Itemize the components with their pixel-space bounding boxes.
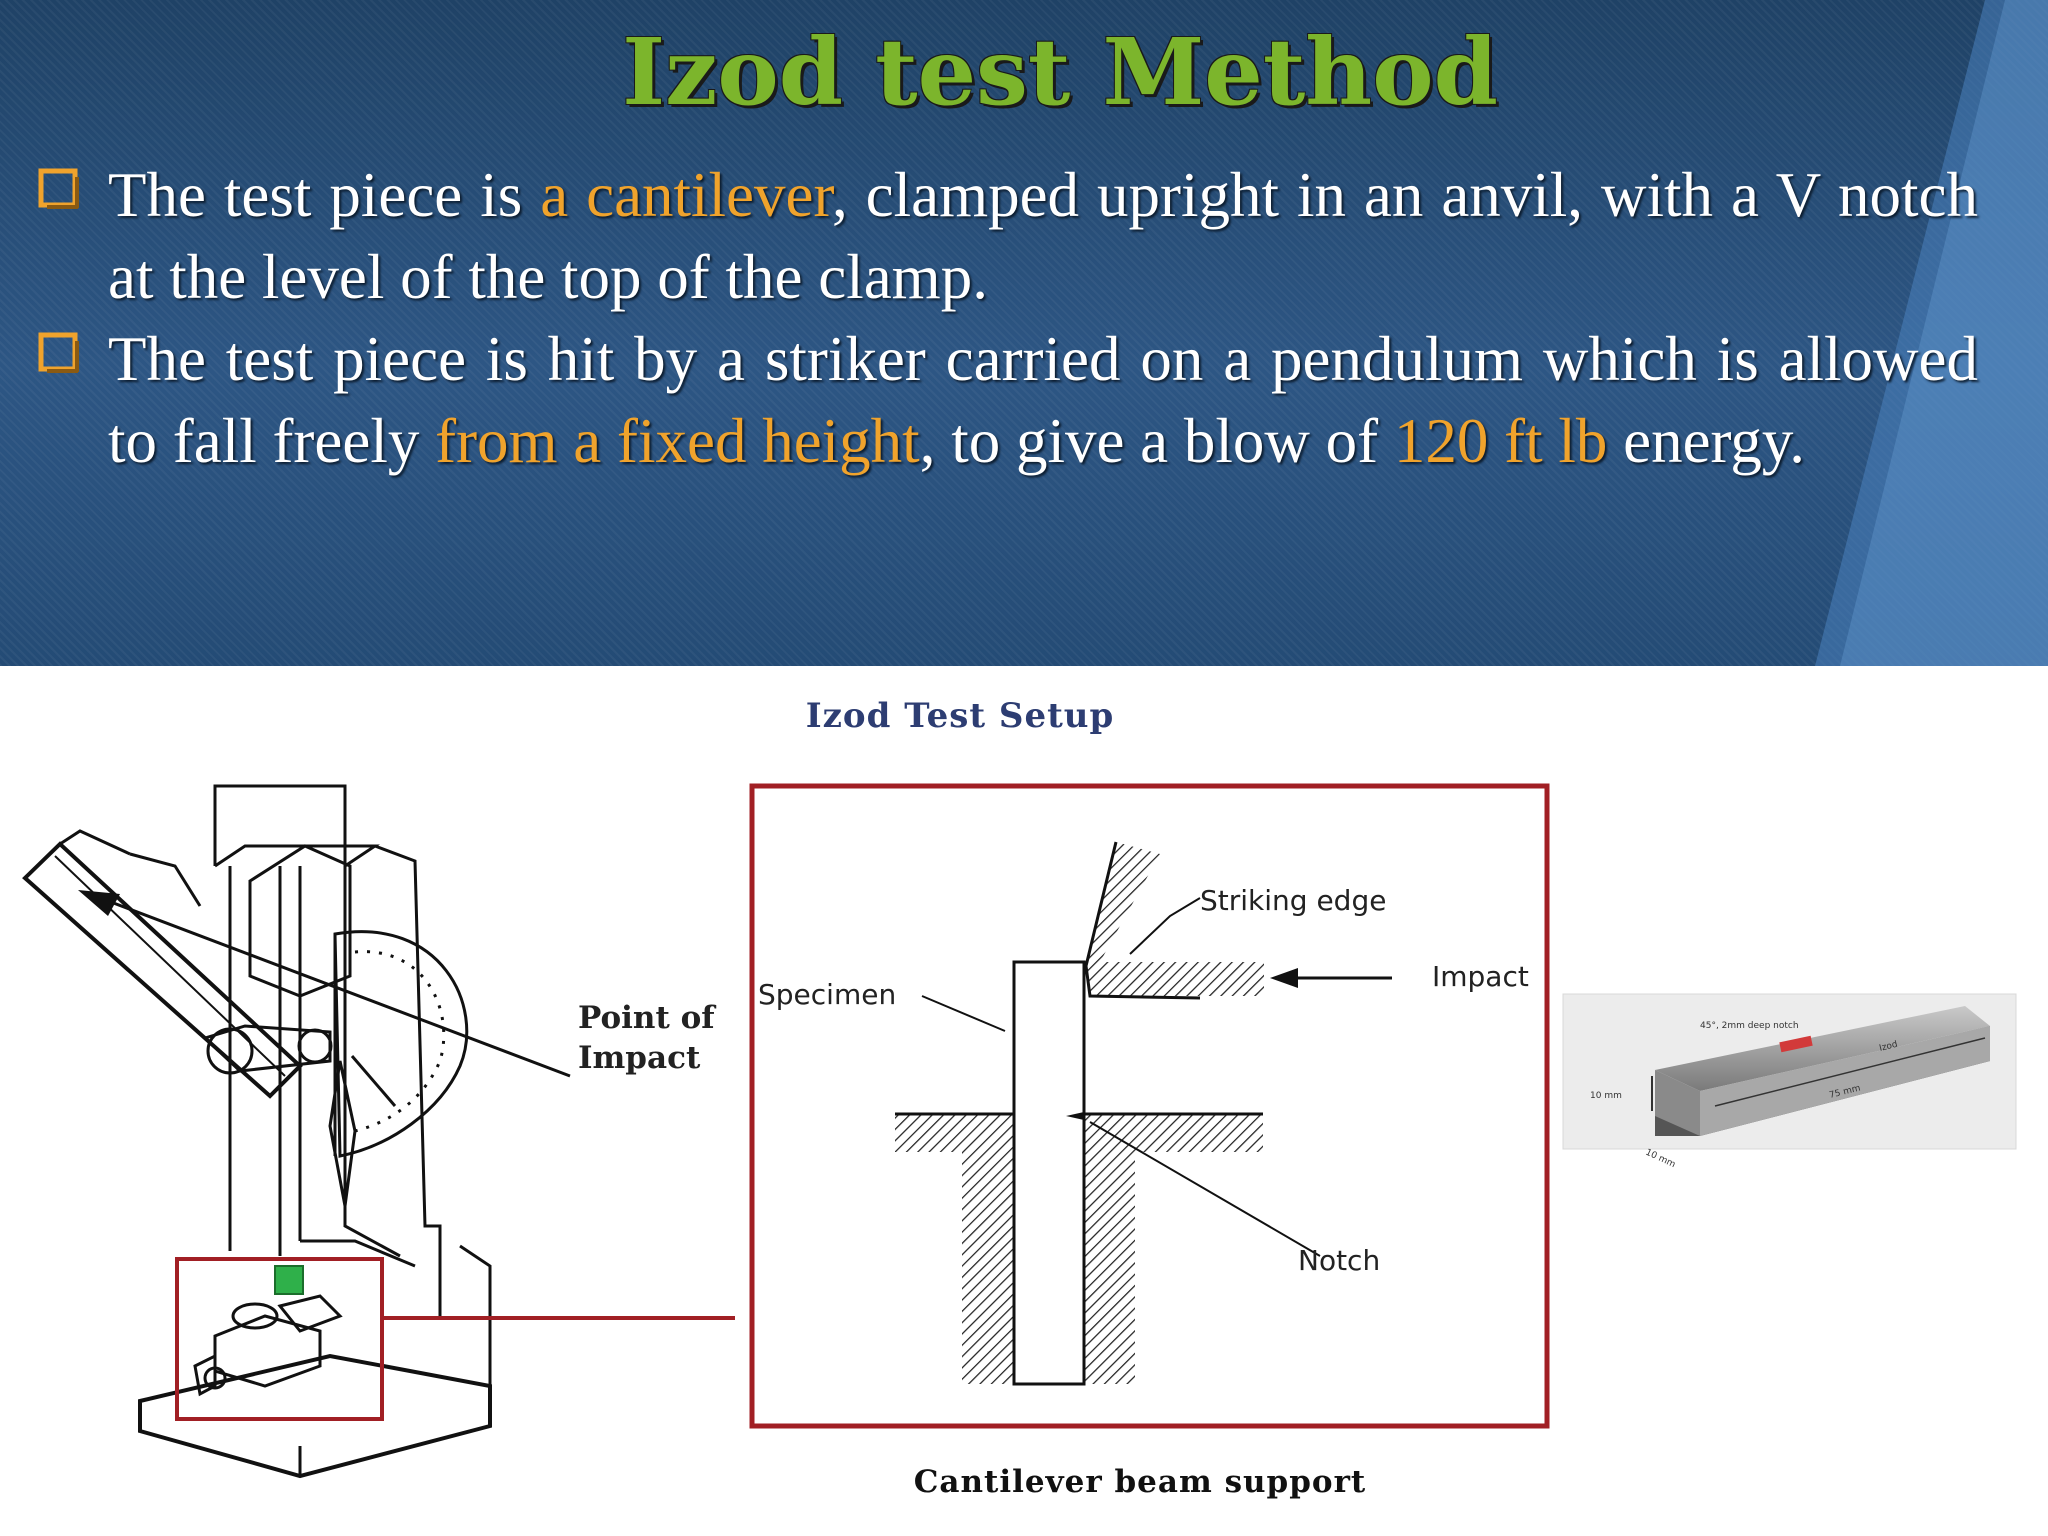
bullet-item-2: The test piece is hit by a striker carri…	[38, 318, 1978, 482]
notch-label: Notch	[1298, 1244, 1381, 1277]
izod-figure: Izod Test Setup	[0, 666, 2048, 1536]
specimen-marker	[274, 1265, 304, 1295]
specimen-photo: 45°, 2mm deep notch 10 mm 10 mm 75 mm Iz…	[1562, 993, 2017, 1171]
bullet-2-highlight-1: from a fixed height	[435, 406, 920, 476]
bullet-text-2: The test piece is hit by a striker carri…	[108, 318, 1978, 482]
cantilever-detail	[895, 841, 1392, 1386]
photo-height: 10 mm	[1590, 1091, 1622, 1101]
impact-label: Impact	[1432, 960, 1529, 993]
photo-side-mark: Izod	[1878, 1040, 1898, 1054]
izod-diagram: 45°, 2mm deep notch 10 mm 10 mm 75 mm Iz…	[22, 783, 2017, 1479]
izod-machine-drawing	[22, 784, 492, 1479]
striking-edge-label: Striking edge	[1200, 884, 1387, 917]
point-of-impact-arrow	[78, 890, 571, 1078]
photo-notch-note: 45°, 2mm deep notch	[1700, 1021, 1799, 1031]
square-bullet-icon	[38, 168, 79, 209]
bullet-item-1: The test piece is a cantilever, clamped …	[38, 154, 1978, 318]
bullet-2-seg-3: , to give a blow of	[919, 406, 1394, 476]
slide-title: Izod test Method	[622, 18, 1498, 126]
point-of-impact-line-2: Impact	[578, 1040, 701, 1076]
slide-header: Izod test Method The test piece is a can…	[0, 0, 2048, 666]
bullet-1-seg-3: , clamped upright in an anvil, with a V …	[108, 160, 1979, 312]
bullet-1-seg-1: The test piece is	[108, 160, 541, 230]
bullet-text-1: The test piece is a cantilever, clamped …	[108, 154, 1978, 318]
point-of-impact-line-1: Point of	[578, 1000, 715, 1036]
bullet-2-seg-1: The test piece is hit by a striker carri…	[108, 324, 1978, 476]
bullet-2-seg-5: energy.	[1607, 406, 1806, 476]
specimen-bar	[1012, 960, 1086, 1386]
specimen-label: Specimen	[758, 978, 897, 1011]
header-decoration	[1815, 0, 2048, 666]
anvil-highlight-box	[175, 1257, 384, 1421]
bullet-1-highlight: a cantilever	[540, 160, 832, 230]
figure-title: Izod Test Setup	[805, 696, 1115, 736]
bullet-2-highlight-2: 120 ft lb	[1393, 406, 1608, 476]
square-bullet-icon	[38, 332, 79, 373]
detail-panel-frame	[749, 783, 1550, 1429]
photo-width: 10 mm	[1644, 1148, 1677, 1171]
point-of-impact-label: Point of Impact	[578, 998, 748, 1078]
figure-caption: Cantilever beam support	[913, 1464, 1367, 1500]
